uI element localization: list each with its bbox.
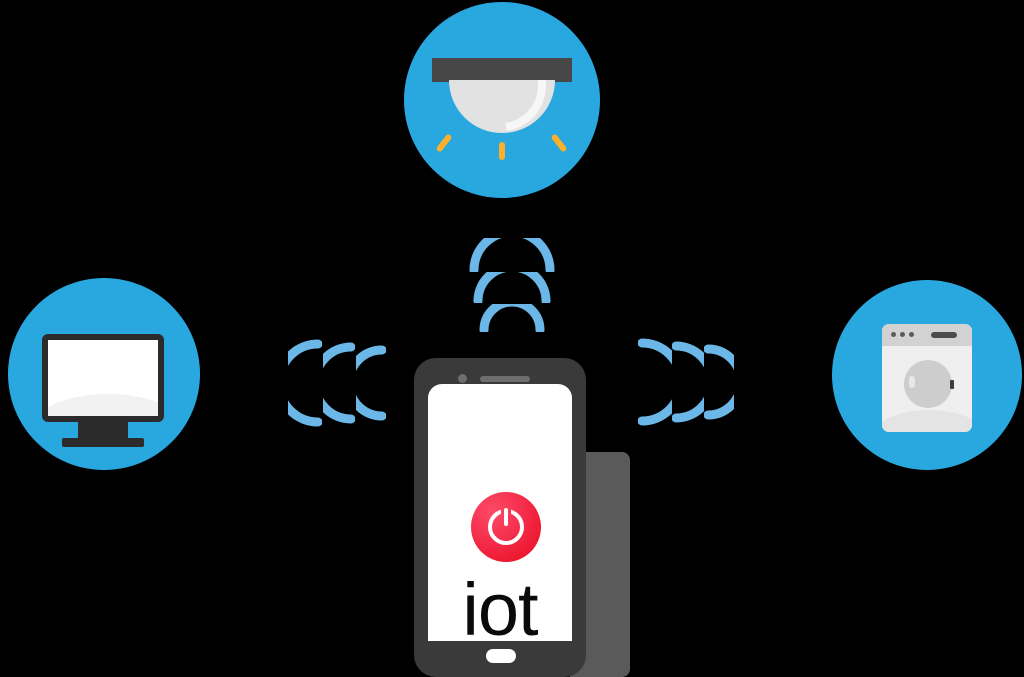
power-button[interactable]	[471, 492, 541, 562]
lamp-ray-center-icon	[499, 142, 505, 160]
signal-arc-up-inner-icon	[478, 304, 546, 332]
phone-screen-corner-left	[428, 384, 442, 398]
lamp-dome-highlight	[500, 80, 552, 131]
monitor-stand-base-icon	[62, 438, 144, 447]
app-name-label: iot	[462, 568, 538, 642]
washer-indicator-dot-2-icon	[900, 332, 905, 337]
lamp-mount-bar-icon	[432, 58, 572, 82]
washing-machine-body-icon	[882, 324, 972, 432]
phone-chassis: iot	[414, 358, 586, 677]
signal-arc-up-middle-icon	[472, 272, 552, 303]
washer-door-latch-icon	[950, 380, 954, 389]
signal-arc-right-inner-icon	[638, 337, 672, 427]
device-badge-lamp[interactable]	[404, 2, 600, 198]
washing-machine-body-shading	[882, 410, 972, 432]
washer-indicator-dot-1-icon	[891, 332, 896, 337]
monitor-screen-shading	[48, 394, 158, 416]
signal-arc-left-middle-icon	[323, 341, 355, 425]
washer-detergent-slot-icon	[931, 332, 957, 338]
monitor-stand-neck-icon	[78, 422, 128, 440]
washer-door-highlight	[909, 376, 915, 388]
signal-arc-up-outer-icon	[468, 238, 556, 272]
washing-machine-door-icon	[904, 360, 954, 408]
signal-arc-left-inner-icon	[356, 344, 386, 422]
monitor-bezel-icon	[42, 334, 164, 422]
phone-screen-content: iot	[428, 384, 572, 641]
device-badge-monitor[interactable]	[8, 278, 200, 470]
earpiece-speaker-icon	[480, 376, 530, 382]
power-stem	[504, 508, 508, 526]
signal-arc-left-outer-icon	[288, 338, 322, 428]
device-badge-washing-machine[interactable]	[832, 280, 1022, 470]
lamp-dome-icon	[449, 80, 555, 133]
front-camera-icon	[458, 374, 467, 383]
power-symbol-icon	[488, 508, 524, 545]
smartphone[interactable]: iot	[414, 358, 586, 677]
signal-arc-right-middle-icon	[672, 340, 704, 424]
lamp-ray-left-icon	[435, 133, 453, 153]
lamp-ray-right-icon	[550, 133, 568, 153]
monitor-screen-icon	[48, 340, 158, 416]
signal-arc-right-outer-icon	[704, 343, 734, 421]
washing-machine-control-panel	[882, 324, 972, 346]
home-button[interactable]	[486, 649, 516, 663]
washer-indicator-dot-3-icon	[909, 332, 914, 337]
